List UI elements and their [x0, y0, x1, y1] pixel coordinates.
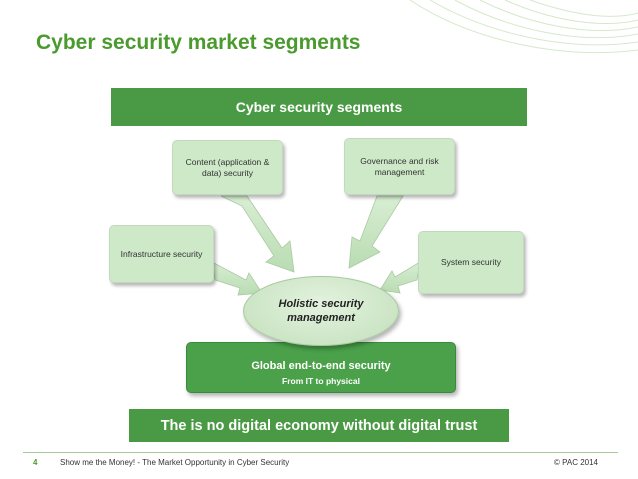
arrow-content [220, 195, 295, 273]
segment-governance-label: Governance and risk management [360, 155, 439, 177]
footer-copyright: © PAC 2014 [554, 458, 598, 467]
arrow-system [379, 261, 421, 294]
segment-system-label: System security [441, 257, 501, 268]
global-security-sublabel: From IT to physical [282, 376, 360, 386]
holistic-management-ellipse: Holistic security management [243, 276, 399, 346]
page-number: 4 [33, 458, 38, 467]
segment-infrastructure-box: Infrastructure security [109, 225, 214, 283]
segment-infrastructure-label: Infrastructure security [120, 248, 203, 259]
global-security-box: Global end-to-end security From IT to ph… [186, 342, 456, 393]
slide-title: Cyber security market segments [36, 31, 361, 54]
tagline-banner: The is no digital economy without digita… [129, 409, 509, 442]
global-security-label: Global end-to-end security [251, 360, 391, 372]
arrow-governance [348, 195, 404, 269]
segment-system-box: System security [418, 231, 524, 294]
arrow-infrastructure [211, 261, 263, 296]
holistic-management-label: Holistic security management [278, 297, 364, 324]
segments-banner: Cyber security segments [111, 88, 527, 126]
footer-text: Show me the Money! - The Market Opportun… [60, 458, 290, 467]
segment-content-box: Content (application & data) security [172, 140, 283, 195]
segment-governance-box: Governance and risk management [344, 138, 455, 195]
segment-content-label: Content (application & data) security [185, 156, 270, 178]
footer-divider [23, 452, 618, 453]
